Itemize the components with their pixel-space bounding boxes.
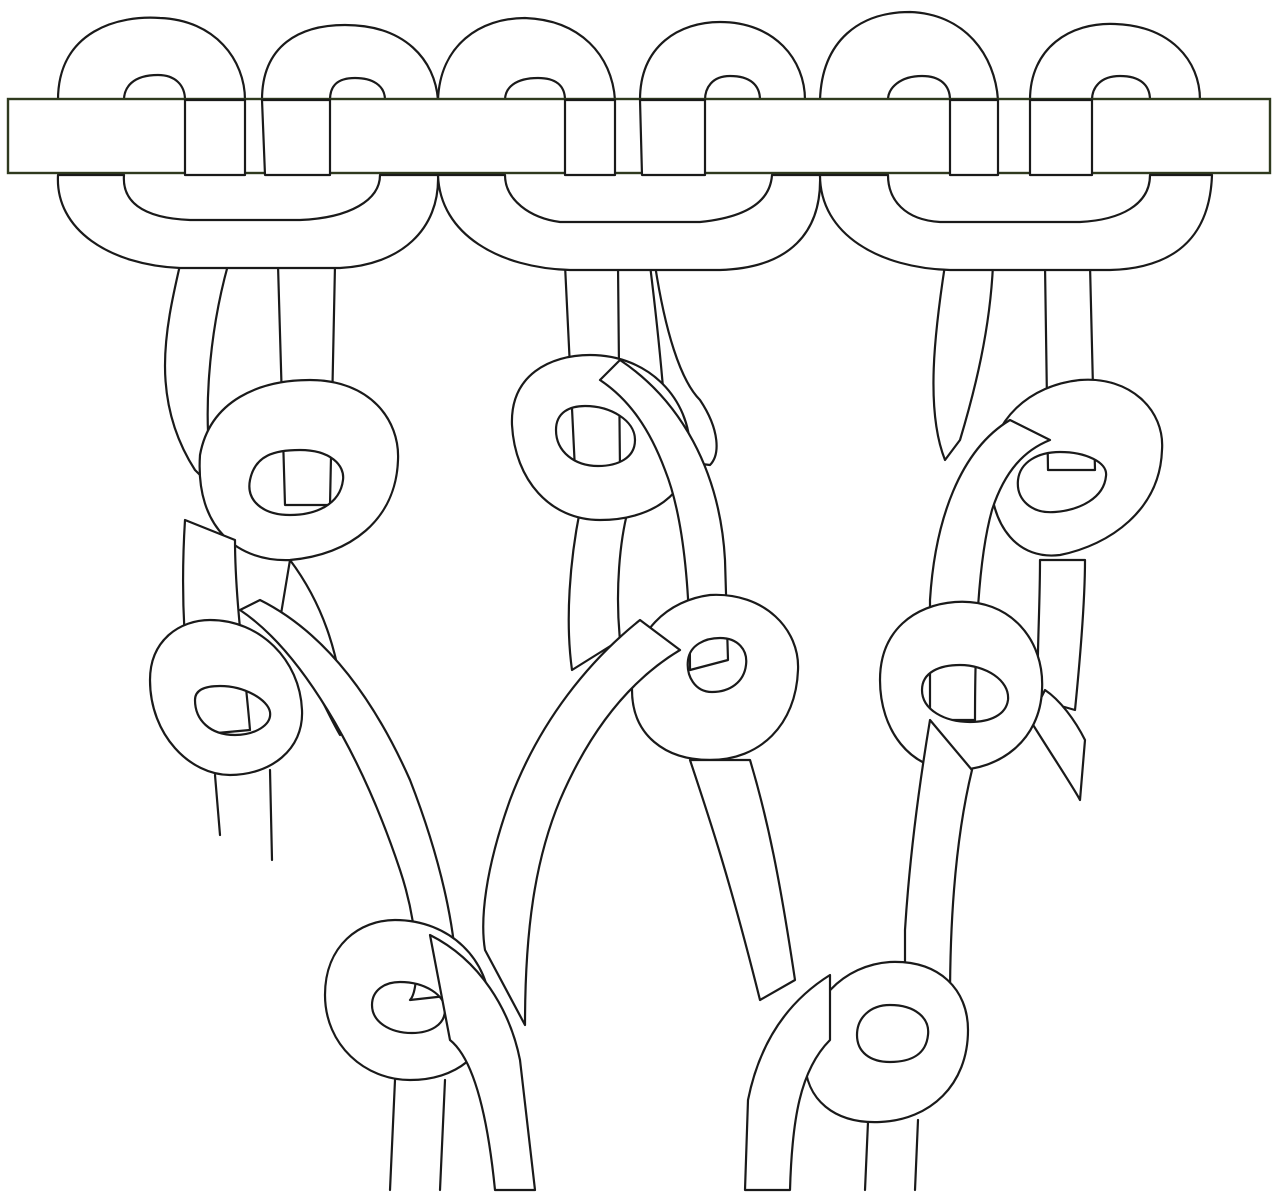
- lark-band-3: [820, 175, 1212, 270]
- loop-back-6: [1030, 24, 1200, 100]
- cord-center-d: [690, 760, 795, 1000]
- loop-front-2b: [640, 100, 705, 175]
- loop-back-1: [58, 18, 245, 100]
- knot-right-2-strand: [905, 720, 972, 1000]
- loop-back-5: [820, 12, 998, 100]
- loop-front-1a: [185, 100, 245, 175]
- cord-left-d: [215, 770, 272, 860]
- cord-right-c: [1038, 560, 1085, 710]
- loop-back-2: [262, 25, 438, 100]
- cord-bottom-right-tails: [865, 1120, 918, 1190]
- loop-front-1b: [262, 100, 330, 175]
- loop-front-2a: [565, 100, 615, 175]
- lark-band-2: [438, 175, 820, 270]
- lark-band-1: [58, 175, 438, 268]
- cord-right-a: [933, 265, 993, 460]
- loop-back-4: [640, 22, 805, 100]
- cord-bottom-left-tails: [390, 1080, 445, 1190]
- loop-back-3: [438, 18, 615, 100]
- loop-front-3b: [1030, 100, 1092, 175]
- loop-front-3a: [950, 100, 998, 175]
- mounting-loops-back: [58, 12, 1200, 100]
- knot-center-2-ring: [632, 595, 798, 760]
